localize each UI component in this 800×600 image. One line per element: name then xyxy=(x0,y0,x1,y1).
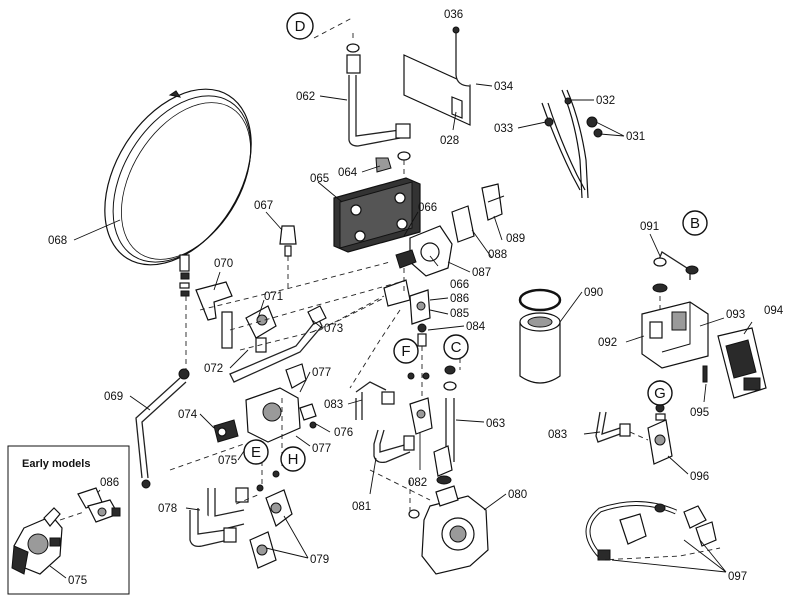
pump-080 xyxy=(408,475,489,575)
label-073: 073 xyxy=(324,323,343,335)
valves-079 xyxy=(249,470,293,569)
label-089: 089 xyxy=(506,233,525,245)
label-062: 062 xyxy=(296,91,315,103)
label-066a: 066 xyxy=(418,202,437,214)
letter-f: F xyxy=(401,343,410,360)
plate-heat-exchanger xyxy=(333,157,421,253)
plate-028 xyxy=(403,54,471,126)
early-models-inset: Early models 086 075 xyxy=(7,445,130,595)
label-097: 097 xyxy=(728,571,747,583)
label-028: 028 xyxy=(440,135,459,147)
sensor-036 xyxy=(452,26,471,87)
hoses-097 xyxy=(585,500,717,561)
label-071: 071 xyxy=(264,291,283,303)
hydraulic-block xyxy=(213,387,317,443)
leader-lines xyxy=(73,83,753,573)
label-069: 069 xyxy=(104,391,123,403)
label-036: 036 xyxy=(444,9,463,21)
label-084: 084 xyxy=(466,321,486,333)
label-077b: 077 xyxy=(312,443,331,455)
gas-valve-092 xyxy=(641,301,709,369)
pipes-078 xyxy=(189,487,249,548)
label-068: 068 xyxy=(48,235,67,247)
label-083a: 083 xyxy=(324,399,343,411)
pipe-063 xyxy=(433,365,457,477)
fittings-084-086 xyxy=(383,279,431,380)
pipe-062 xyxy=(346,43,411,161)
label-091: 091 xyxy=(640,221,659,233)
label-076: 076 xyxy=(334,427,353,439)
letter-c: C xyxy=(451,339,462,356)
pcb-094 xyxy=(717,327,767,399)
label-080: 080 xyxy=(508,489,527,501)
pipes-081-083 xyxy=(355,381,433,464)
label-078: 078 xyxy=(158,503,177,515)
label-086-inset: 086 xyxy=(100,477,119,489)
label-034: 034 xyxy=(494,81,514,93)
inset-title: Early models xyxy=(22,458,90,470)
letter-b: B xyxy=(690,215,700,232)
diverter-assembly xyxy=(395,183,505,277)
label-095: 095 xyxy=(690,407,709,419)
pipe-091 xyxy=(652,251,699,293)
letter-h: H xyxy=(288,451,299,468)
pipe-070 xyxy=(195,281,233,349)
label-074: 074 xyxy=(178,409,198,421)
label-087: 087 xyxy=(472,267,491,279)
label-072: 072 xyxy=(204,363,223,375)
label-031: 031 xyxy=(626,131,645,143)
label-093: 093 xyxy=(726,309,745,321)
label-033: 033 xyxy=(494,123,513,135)
label-064: 064 xyxy=(338,167,358,179)
label-088: 088 xyxy=(488,249,507,261)
label-067: 067 xyxy=(254,200,273,212)
label-086a: 086 xyxy=(450,293,469,305)
pipe-069 xyxy=(135,368,190,489)
letter-g: G xyxy=(654,385,666,402)
label-075: 075 xyxy=(218,455,237,467)
air-vent-067 xyxy=(279,225,297,257)
label-083b: 083 xyxy=(548,429,567,441)
cables xyxy=(541,89,603,199)
label-066b: 066 xyxy=(450,279,469,291)
label-092: 092 xyxy=(598,337,617,349)
label-096: 096 xyxy=(690,471,709,483)
circled-letters: D B C F G E H xyxy=(243,12,708,472)
label-082: 082 xyxy=(408,477,427,489)
label-090: 090 xyxy=(584,287,603,299)
expansion-vessel xyxy=(104,88,252,297)
label-077a: 077 xyxy=(312,367,331,379)
part-labels: 036 034 032 033 031 028 062 064 065 066 … xyxy=(48,9,784,583)
pipe-083-right xyxy=(595,411,631,443)
label-081: 081 xyxy=(352,501,371,513)
filter-090 xyxy=(518,288,562,384)
label-070: 070 xyxy=(214,258,233,270)
letter-e: E xyxy=(251,444,261,461)
label-085: 085 xyxy=(450,308,469,320)
label-094: 094 xyxy=(764,305,784,317)
label-065: 065 xyxy=(310,173,329,185)
label-032: 032 xyxy=(596,95,615,107)
label-075-inset: 075 xyxy=(68,575,87,587)
sensor-095 xyxy=(702,365,708,383)
valve-096 xyxy=(647,403,673,465)
letter-d: D xyxy=(295,18,306,35)
label-063: 063 xyxy=(486,418,505,430)
label-079: 079 xyxy=(310,554,329,566)
